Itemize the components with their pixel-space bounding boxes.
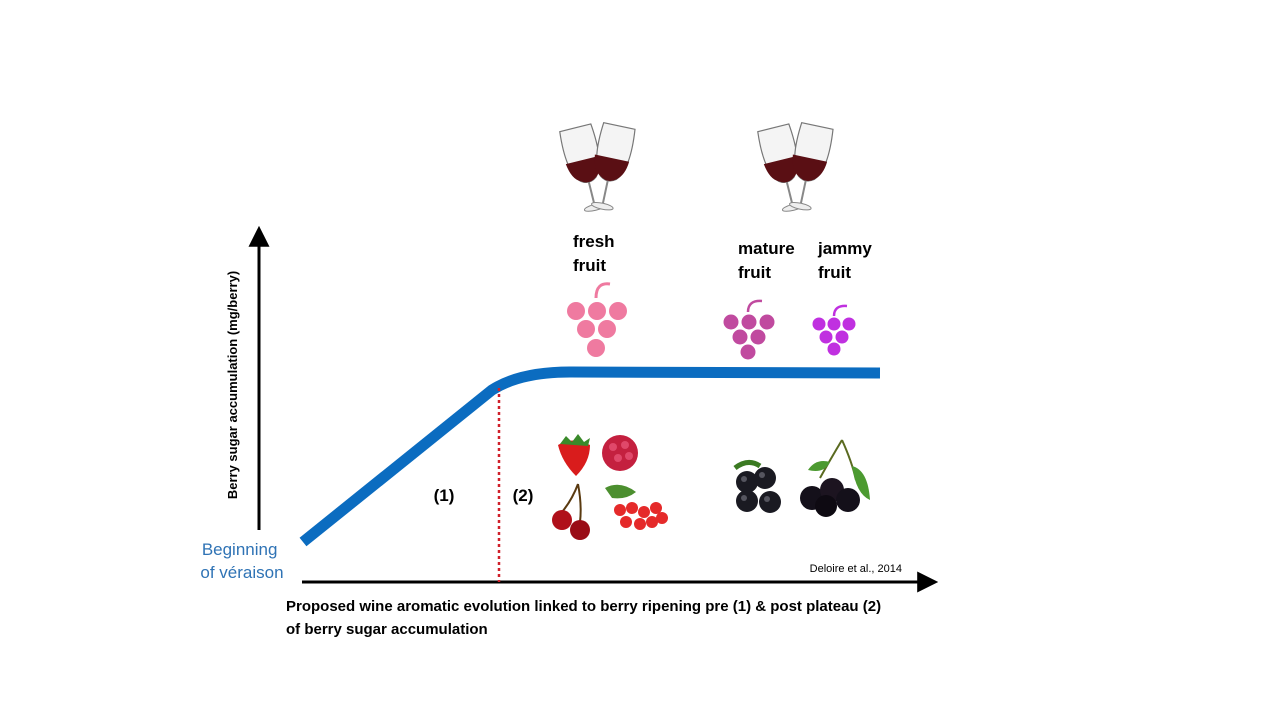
grape-fresh-icon: [567, 282, 627, 357]
caption-line2: of berry sugar accumulation: [286, 621, 488, 638]
stage-label-jammy: jammy fruit: [817, 239, 877, 282]
stage-label-mature: mature fruit: [738, 239, 799, 282]
start-label: Beginning of véraison: [200, 540, 283, 582]
stage-label-fresh: fresh fruit: [573, 232, 619, 275]
wine-glasses-icon: [559, 121, 636, 212]
raspberry-icon: [602, 435, 638, 471]
citation: Deloire et al., 2014: [810, 563, 902, 575]
start-label-line1: Beginning: [202, 540, 278, 559]
strawberry-icon: [558, 434, 590, 476]
grape-jammy-icon: [812, 304, 856, 356]
caption-line1: Proposed wine aromatic evolution linked …: [286, 598, 881, 615]
sugar-curve: [299, 366, 881, 547]
black-cherries-icon: [800, 439, 870, 517]
grape-mature-icon: [723, 299, 775, 360]
cherries-icon: [552, 483, 590, 540]
wine-glasses-icon: [757, 121, 834, 212]
phase1-label: (1): [434, 486, 455, 505]
start-label-line2: of véraison: [200, 563, 283, 582]
y-axis-label: Berry sugar accumulation (mg/berry): [225, 271, 240, 499]
redcurrants-icon: [605, 484, 668, 530]
caption: Proposed wine aromatic evolution linked …: [286, 598, 885, 638]
phase2-label: (2): [513, 486, 534, 505]
blackberries-icon: [733, 460, 781, 513]
